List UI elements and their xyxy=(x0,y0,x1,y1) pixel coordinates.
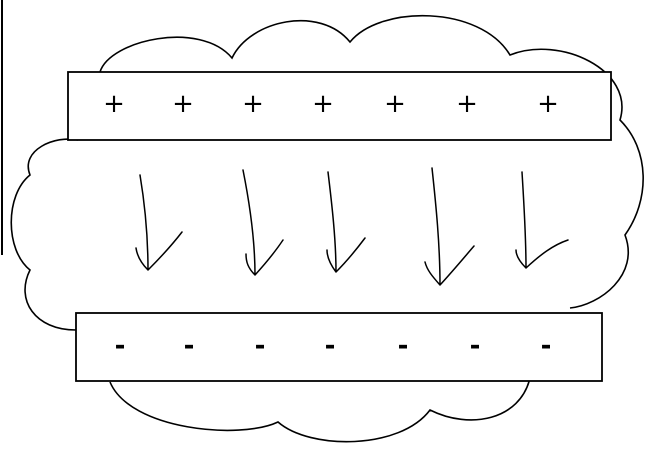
plus-sign-7: + xyxy=(537,89,559,119)
plus-sign-6: + xyxy=(456,89,478,119)
top-plate xyxy=(67,71,612,141)
minus-sign-2: - xyxy=(184,331,195,361)
minus-sign-5: - xyxy=(398,331,409,361)
top-plate-signs: + + + + + + + xyxy=(103,89,559,119)
plus-sign-4: + xyxy=(312,89,334,119)
minus-sign-3: - xyxy=(255,331,266,361)
down-arrow-3 xyxy=(326,171,366,273)
down-arrow-1 xyxy=(135,174,183,271)
down-arrow-2 xyxy=(242,169,284,276)
minus-sign-7: - xyxy=(541,331,552,361)
bottom-plate-signs: ------- xyxy=(115,331,552,361)
bottom-plate xyxy=(75,312,603,382)
down-arrow-5 xyxy=(515,171,569,269)
plus-sign-3: + xyxy=(242,89,264,119)
down-arrow-4 xyxy=(424,167,475,286)
plus-sign-5: + xyxy=(384,89,406,119)
plus-sign-1: + xyxy=(103,89,125,119)
minus-sign-4: - xyxy=(325,331,336,361)
minus-sign-1: - xyxy=(115,331,126,361)
minus-sign-6: - xyxy=(470,331,481,361)
field-arrows xyxy=(135,167,569,286)
plus-sign-2: + xyxy=(172,89,194,119)
